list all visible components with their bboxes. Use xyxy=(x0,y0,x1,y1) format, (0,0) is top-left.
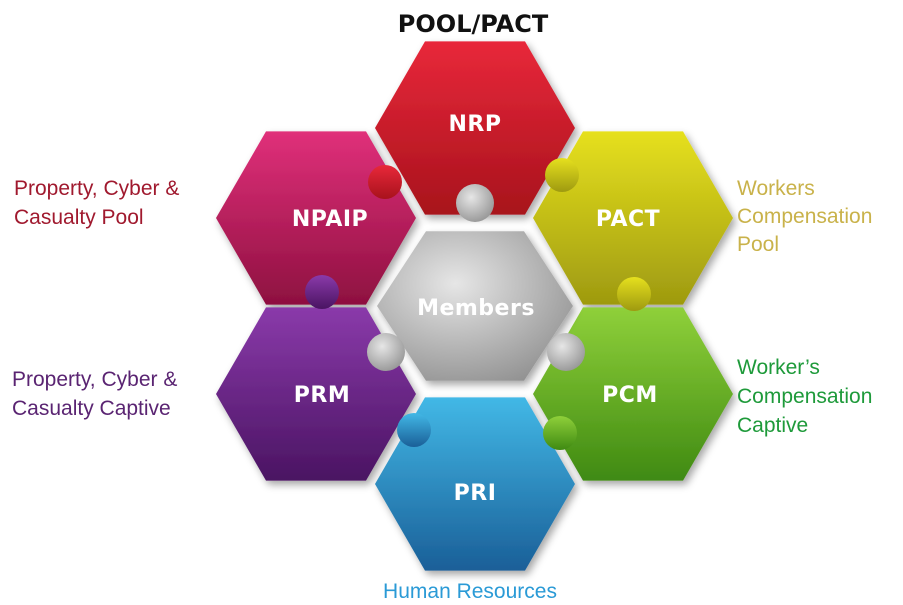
pcm-label: PCM xyxy=(602,383,658,408)
puzzle-tab xyxy=(543,416,577,450)
members-hexagon xyxy=(377,231,573,381)
caption-workers-compensation-captive: Worker’s Compensation Captive xyxy=(737,356,878,437)
piece-members: Members xyxy=(367,184,585,381)
pri-label: PRI xyxy=(454,481,497,506)
caption-line: Property, Cyber & xyxy=(12,368,177,391)
prm-hexagon xyxy=(216,307,416,481)
puzzle-tab xyxy=(547,333,585,371)
caption-line: Human Resources xyxy=(383,580,557,603)
caption-line: Compensation xyxy=(737,205,872,228)
puzzle-tab xyxy=(305,275,339,309)
caption-line: Casualty Pool xyxy=(14,206,144,229)
npaip-label: NPAIP xyxy=(292,207,368,232)
members-label: Members xyxy=(417,296,535,321)
caption-workers-compensation-pool: Workers Compensation Pool xyxy=(737,177,878,256)
prm-label: PRM xyxy=(294,383,350,408)
caption-line: Casualty Captive xyxy=(12,397,171,420)
pact-label: PACT xyxy=(596,207,660,232)
nrp-label: NRP xyxy=(449,112,502,137)
piece-prm: PRM xyxy=(216,307,416,481)
caption-line: Captive xyxy=(737,414,808,437)
puzzle-tab xyxy=(456,184,494,222)
puzzle-tab xyxy=(545,158,579,192)
piece-nrp: NRP xyxy=(375,41,575,215)
caption-line: Workers xyxy=(737,177,815,200)
caption-property-casualty-pool: Property, Cyber & Casualty Pool xyxy=(14,177,185,229)
caption-human-resources: Human Resources xyxy=(383,580,557,603)
npaip-hexagon xyxy=(216,131,416,305)
puzzle-tab xyxy=(397,413,431,447)
caption-property-casualty-captive: Property, Cyber & Casualty Captive xyxy=(12,368,183,420)
puzzle-tab xyxy=(368,165,402,199)
puzzle-tab xyxy=(617,277,651,311)
diagram-title: POOL/PACT xyxy=(398,10,549,38)
pact-hexagon xyxy=(533,131,733,305)
piece-pact: PACT xyxy=(533,131,733,305)
piece-npaip: NPAIP xyxy=(216,131,416,305)
caption-line: Worker’s xyxy=(737,356,820,379)
nrp-hexagon xyxy=(375,41,575,215)
caption-line: Property, Cyber & xyxy=(14,177,179,200)
caption-line: Compensation xyxy=(737,385,872,408)
caption-line: Pool xyxy=(737,233,779,256)
puzzle-tab xyxy=(367,333,405,371)
